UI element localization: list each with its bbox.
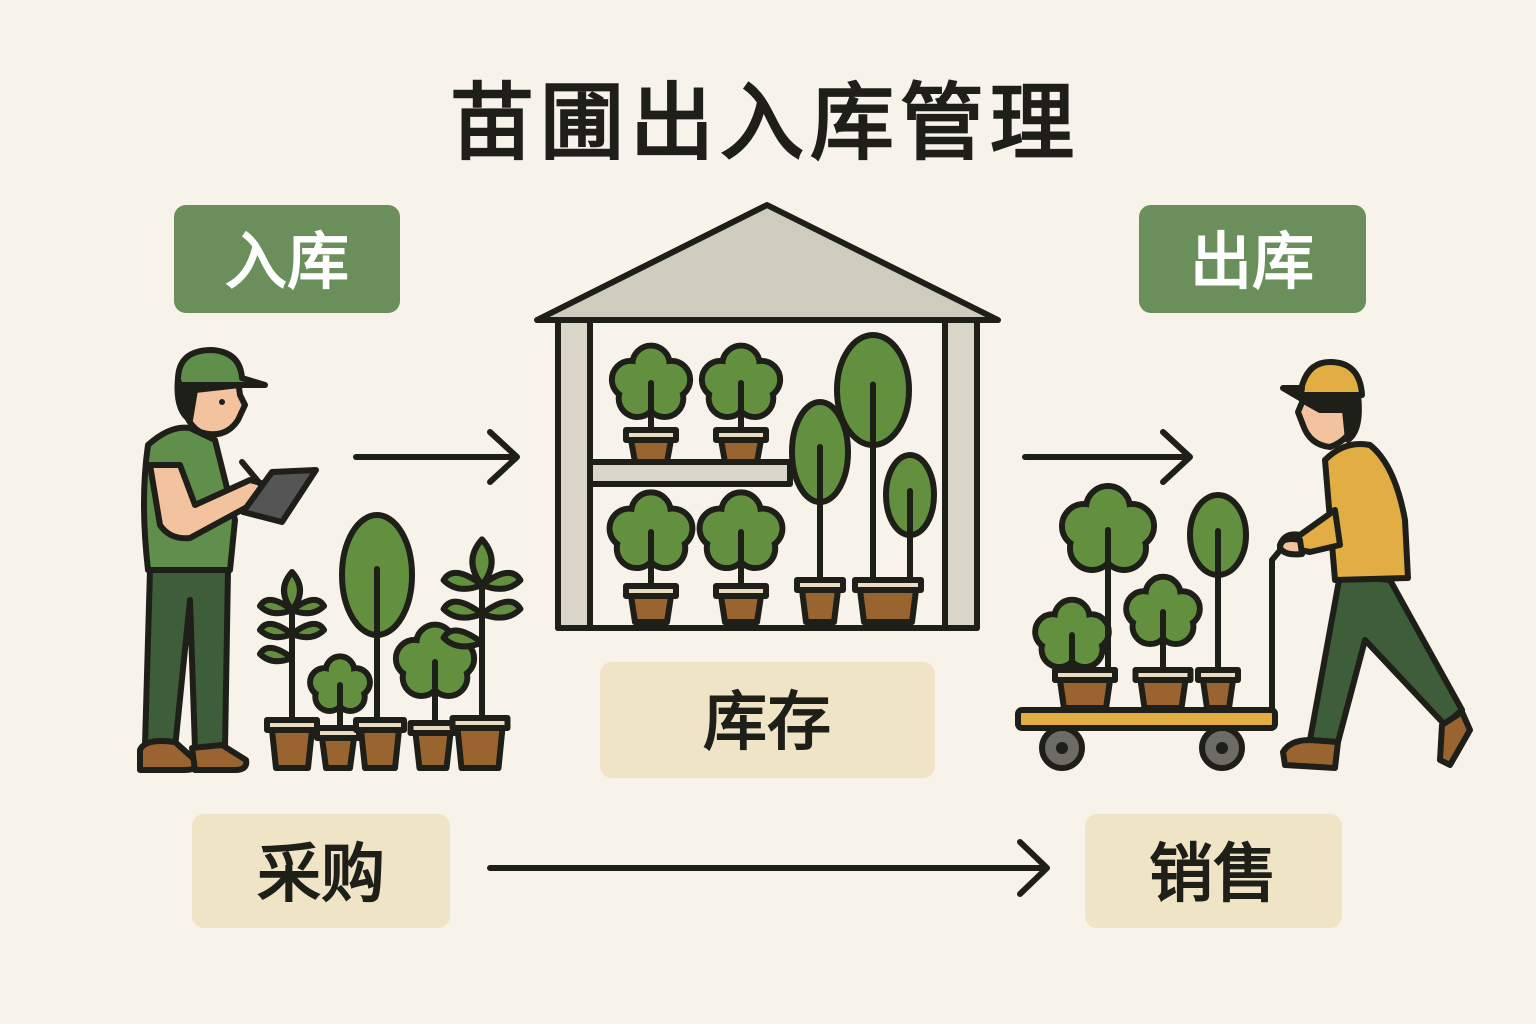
sales-label-text: 销售 — [1149, 838, 1277, 912]
pot-rim — [623, 427, 679, 443]
warehouse-icon — [534, 202, 1001, 631]
pot-rim — [1195, 667, 1241, 683]
purchase-label: 采购 — [192, 814, 450, 928]
pot-icon — [319, 735, 357, 771]
pot-icon — [628, 593, 674, 625]
pot-icon — [1057, 677, 1113, 711]
tree-icon — [789, 399, 851, 625]
shrub-icon — [608, 342, 694, 465]
pot-icon — [269, 727, 315, 771]
pot-rim — [623, 583, 679, 599]
arrow-inbound-icon — [353, 429, 520, 485]
outbound-label-text: 出库 — [1190, 225, 1314, 298]
page-title: 苗圃出入库管理 — [450, 74, 1080, 172]
pot-rim — [794, 577, 846, 593]
seedling-icon — [257, 569, 327, 771]
seedling-icon — [440, 536, 524, 771]
inventory-label: 库存 — [600, 662, 935, 778]
pot-icon — [799, 587, 841, 625]
arrow-purchase-to-sales-icon — [487, 839, 1050, 897]
pot-icon — [1200, 677, 1236, 711]
worker-inbound-icon — [137, 347, 319, 773]
outbound-label: 出库 — [1139, 205, 1366, 313]
pot-rim — [264, 717, 320, 733]
pot-icon — [454, 725, 506, 771]
pot-icon — [857, 587, 919, 625]
pot-rim — [407, 720, 459, 736]
pot-icon — [412, 730, 454, 771]
inbound-label: 入库 — [174, 205, 400, 313]
pot-rim — [713, 583, 769, 599]
inventory-label-text: 库存 — [703, 686, 831, 760]
pot-icon — [1137, 677, 1189, 711]
shrub-icon — [606, 489, 696, 625]
inbound-label-text: 入库 — [225, 225, 349, 298]
pot-rim — [449, 715, 511, 731]
pot-rim — [852, 577, 924, 593]
shrub-icon — [1123, 573, 1203, 711]
cart-icon — [1015, 545, 1285, 771]
tree-icon — [883, 452, 937, 583]
pot-icon — [718, 593, 764, 625]
pot-icon — [718, 437, 764, 465]
shrub-icon — [1052, 483, 1157, 711]
pot-rim — [713, 427, 769, 443]
shrub-icon — [696, 489, 786, 625]
tree-icon — [339, 512, 415, 771]
pot-icon — [628, 437, 674, 465]
shrub-icon — [698, 342, 784, 465]
purchase-label-text: 采购 — [257, 838, 385, 912]
tree-icon — [834, 332, 924, 625]
pot-icon — [358, 727, 402, 771]
pot-rim — [314, 725, 362, 741]
pot-rim — [1132, 667, 1194, 683]
worker-outbound-icon — [1277, 359, 1473, 771]
sales-label: 销售 — [1085, 814, 1342, 928]
plants-group — [257, 332, 1249, 771]
arrow-outbound-icon — [1022, 429, 1193, 485]
pot-rim — [1052, 667, 1118, 683]
pot-rim — [353, 717, 407, 733]
shrub-icon — [307, 653, 373, 771]
